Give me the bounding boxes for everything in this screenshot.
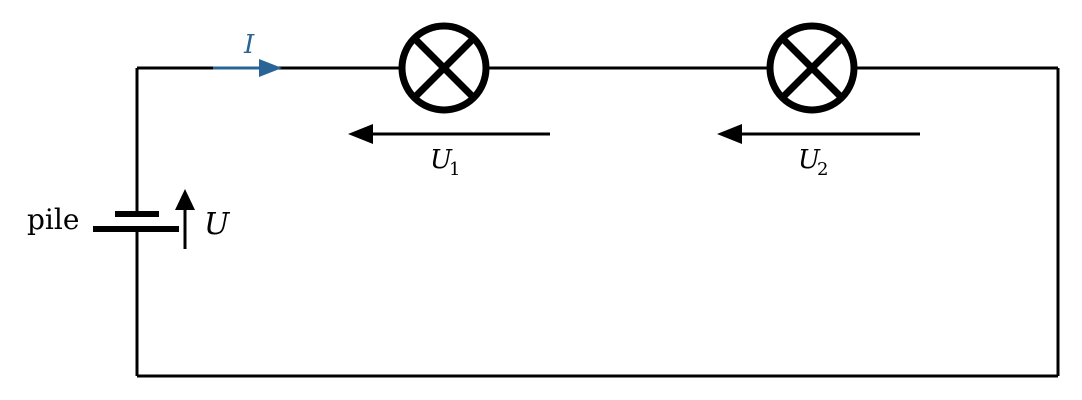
lamp-2-voltage-label: U xyxy=(798,145,821,175)
lamp-1-voltage-arrow xyxy=(348,124,550,144)
lamp-1-voltage-label: U xyxy=(430,145,453,175)
lamp-1-voltage-index: 1 xyxy=(449,159,460,180)
battery-voltage-label: U xyxy=(204,207,231,242)
battery-label: pile xyxy=(27,203,79,236)
current-arrow xyxy=(213,59,282,77)
battery-symbol xyxy=(93,211,179,232)
circuit-wires xyxy=(135,66,1060,378)
battery-voltage-arrow xyxy=(175,189,195,249)
lamp-1 xyxy=(398,22,490,114)
lamp-2-voltage-index: 2 xyxy=(817,159,828,180)
lamp-2-voltage-arrow xyxy=(717,124,920,144)
lamp-2 xyxy=(766,22,858,114)
current-label: I xyxy=(243,30,255,60)
